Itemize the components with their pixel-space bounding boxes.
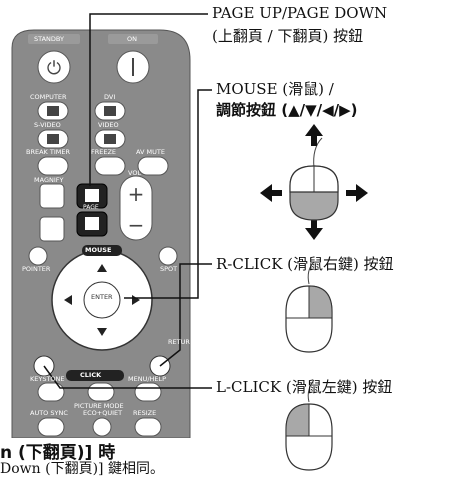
r-click-mouse-cord [307, 261, 315, 285]
r-click-label: R-CLICK (滑鼠右鍵) 按鈕 [216, 255, 394, 273]
footer-bg [0, 438, 270, 476]
page-updown-sublabel: (上翻頁 / 下翻頁) 按鈕 [212, 27, 364, 45]
av-mute-button [137, 156, 169, 176]
mouse-label: MOUSE [85, 246, 112, 254]
break-timer-label: BREAK TIMER [26, 148, 70, 156]
down-arrow-icon [97, 328, 107, 336]
vol-rocker [119, 175, 153, 241]
keystone-button [37, 382, 65, 402]
arrow-up-icon [305, 124, 323, 146]
dvi-icon [104, 106, 116, 116]
on-label-bg [108, 34, 158, 44]
vol-plus-icon: + [128, 182, 145, 206]
s-video-icon [47, 134, 59, 144]
page-label: PAGE [83, 204, 99, 211]
menu-help-label: MENU/HELP [128, 375, 167, 383]
page-up-icon [85, 189, 99, 202]
standby-button [37, 50, 71, 84]
spot-label: SPOT [160, 265, 178, 273]
mouse-adjust-label: MOUSE (滑鼠) / [216, 80, 334, 98]
eco-quiet-button [92, 417, 112, 437]
arrow-left-icon [260, 184, 282, 202]
break-timer-button [37, 156, 69, 176]
page-down-icon [85, 217, 99, 230]
computer-icon [47, 106, 59, 116]
pointer-label: POINTER [22, 265, 51, 273]
picture-mode-button [87, 382, 115, 402]
footer-heading-fragment: n (下翻頁)] 時 [0, 443, 116, 463]
menu-help-button [134, 382, 162, 402]
l-click-mouse-cord [307, 379, 315, 403]
resize-button [134, 417, 162, 437]
l-click-leader-line [43, 365, 212, 389]
eco-quiet-label: ECO+QUIET [83, 409, 123, 417]
video-label: VIDEO [98, 121, 119, 129]
freeze-label: FREEZE [91, 148, 117, 156]
r-click-leader-line [159, 263, 212, 367]
standby-label: STANDBY [34, 35, 64, 43]
magnify-label: MAGNIFY [34, 176, 64, 184]
enter-button [83, 281, 121, 319]
magnify-minus-button [39, 216, 65, 242]
mouse-adjust-sublabel: 調節按鈕 (▲/▼/◀/▶) [216, 101, 358, 119]
on-label: ON [127, 35, 137, 43]
footer-body-fragment: Down (下翻頁)] 鍵相同。 [0, 461, 164, 477]
l-click-label: L-CLICK (滑鼠左鍵) 按鈕 [216, 378, 393, 396]
magnify-plus-button [39, 183, 65, 209]
mouse-label-bg [82, 245, 122, 256]
click-label: CLICK [80, 371, 102, 379]
picture-mode-label: PICTURE MODE [74, 402, 124, 410]
spot-button [158, 246, 178, 266]
mouse-leader-line [124, 89, 212, 299]
arrow-down-icon [305, 218, 323, 240]
left-arrow-icon [64, 295, 72, 305]
vol-minus-icon: − [128, 213, 145, 237]
power-icon: ⏻ [47, 58, 61, 79]
s-video-label: S-VIDEO [34, 121, 61, 129]
r-click-mouse-right-button [308, 285, 333, 319]
standby-label-bg [28, 34, 80, 44]
keystone-label: KEYSTONE [30, 375, 65, 383]
return-label: RETURN [168, 338, 195, 346]
av-mute-label: AV MUTE [136, 148, 165, 156]
page-leader-line [89, 13, 208, 186]
pointer-button [28, 246, 48, 266]
computer-label: COMPUTER [30, 93, 67, 101]
video-icon [104, 134, 116, 144]
click-label-bg [66, 370, 124, 381]
resize-label: RESIZE [133, 409, 157, 417]
freeze-button [94, 156, 126, 176]
enter-label: ENTER [91, 293, 113, 301]
mouse-cord [313, 137, 323, 169]
vol-label: VOL [128, 169, 142, 177]
l-click-mouse-left-button [285, 403, 310, 437]
auto-sync-button [37, 417, 65, 437]
auto-sync-label: AUTO SYNC [30, 409, 68, 417]
page-updown-label: PAGE UP/PAGE DOWN [212, 4, 388, 22]
dvi-label: DVI [104, 93, 116, 101]
arrow-right-icon [346, 184, 368, 202]
up-arrow-icon [97, 264, 107, 272]
